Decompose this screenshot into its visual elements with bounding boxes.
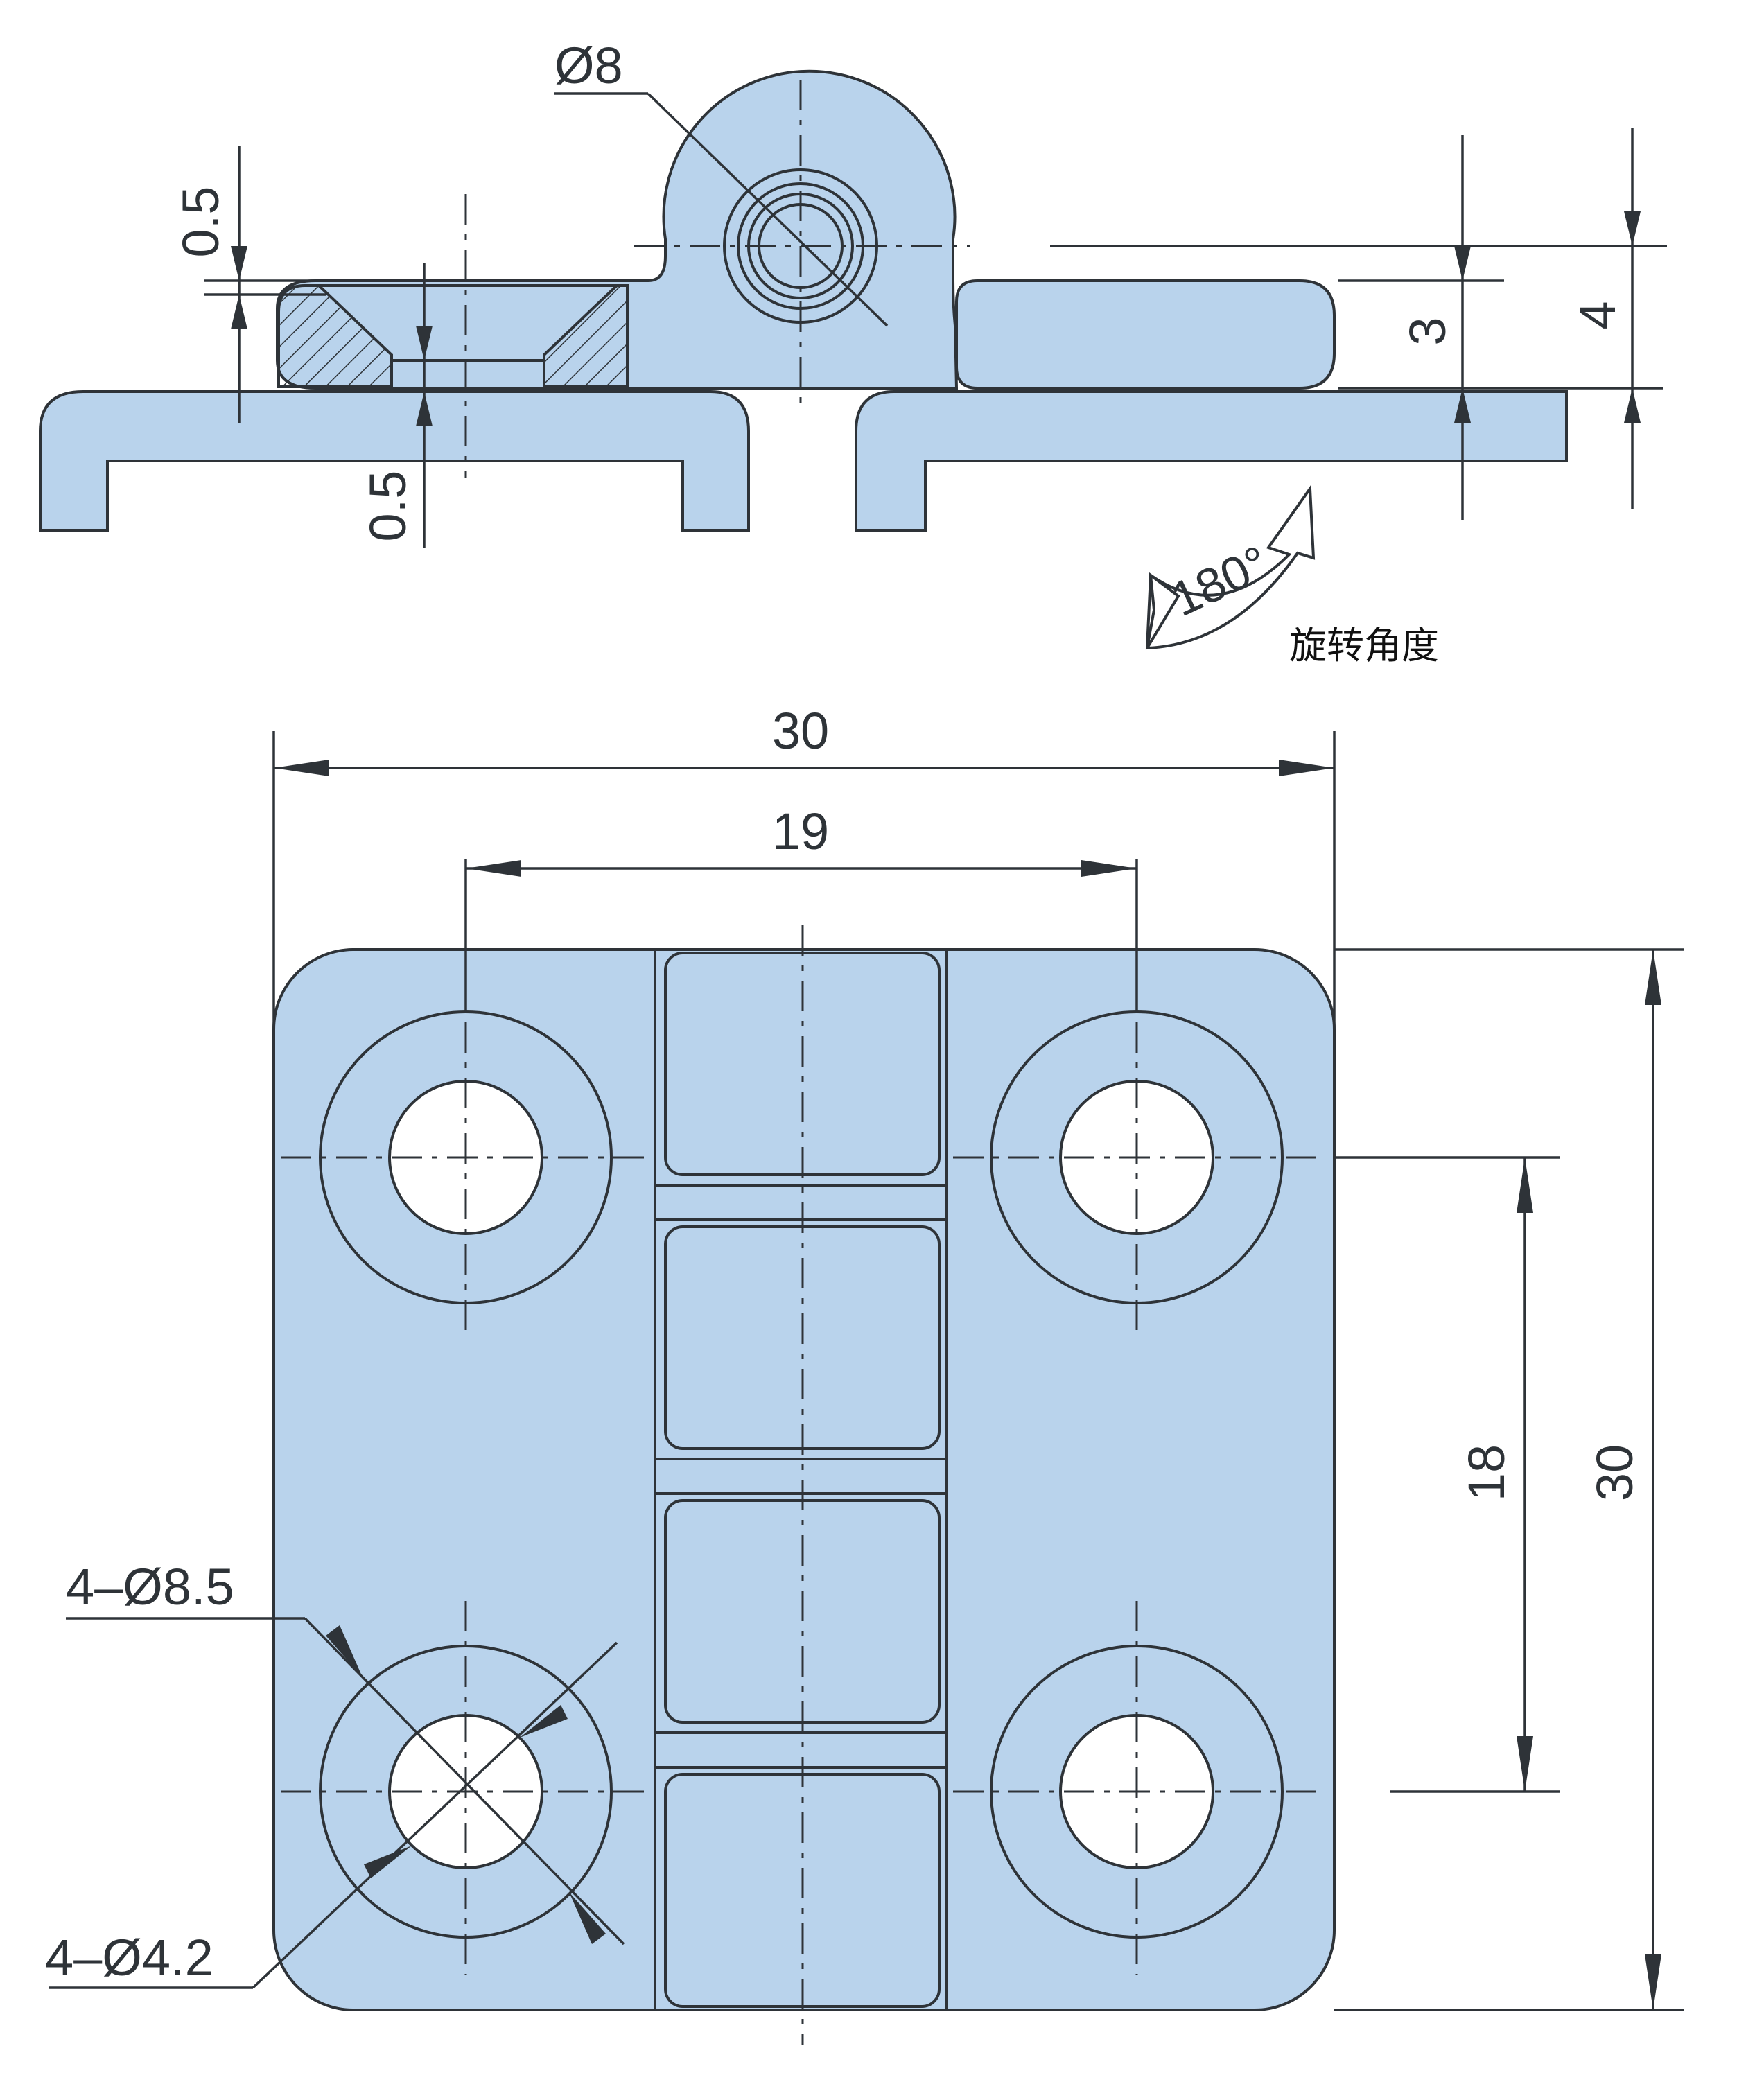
pitch-y-arrow-top xyxy=(1517,1157,1533,1213)
total-thickness-arrow-1 xyxy=(1624,211,1641,246)
side-view: Ø8 0.5 0.5 3 4 180° 旋转角度 xyxy=(39,37,1667,667)
leaf-thickness-label: 3 xyxy=(1399,317,1456,345)
countersink-section-right xyxy=(543,284,629,388)
height-arrow-bottom xyxy=(1645,1954,1661,2010)
hole-top-right xyxy=(953,967,1324,1338)
left-base-leaf xyxy=(39,390,750,532)
bottom-gap-arrow-2 xyxy=(416,392,433,426)
through-hole-label: 4–Ø4.2 xyxy=(45,1929,213,1986)
bottom-gap-arrow-1 xyxy=(416,326,433,360)
leaf-thickness-arrow-1 xyxy=(1454,246,1471,281)
knuckle-gap-2 xyxy=(654,1458,948,1495)
leaf-thickness-arrow-2 xyxy=(1454,388,1471,423)
pitch-x-arrow-left xyxy=(466,860,521,877)
right-upper-plate xyxy=(955,279,1336,390)
pin-diameter-label: Ø8 xyxy=(554,37,623,94)
total-thickness-label: 4 xyxy=(1569,301,1626,329)
top-gap-arrow-1 xyxy=(231,246,247,281)
hole-bottom-left xyxy=(281,1601,652,1975)
top-gap-arrow-2 xyxy=(231,295,247,329)
hole-pitch-x-label: 19 xyxy=(772,803,829,860)
rotation-caption: 旋转角度 xyxy=(1289,624,1439,667)
through-hole-arrow-2 xyxy=(520,1705,568,1738)
counterbore-arrow-1 xyxy=(326,1625,363,1677)
overall-width-label: 30 xyxy=(772,702,829,760)
hole-pitch-y-label: 18 xyxy=(1458,1444,1515,1501)
overall-height-label: 30 xyxy=(1586,1444,1643,1501)
knuckle-gap-1 xyxy=(654,1184,948,1221)
pitch-y-arrow-bottom xyxy=(1517,1736,1533,1792)
counterbore-arrow-2 xyxy=(569,1892,606,1944)
counterbore-label: 4–Ø8.5 xyxy=(66,1558,234,1616)
pitch-x-arrow-right xyxy=(1081,860,1137,877)
right-base-leaf xyxy=(855,390,1568,532)
bottom-gap-label: 0.5 xyxy=(359,471,417,542)
countersink-section-left xyxy=(277,284,393,388)
rotation-arrow-icon xyxy=(1145,484,1316,650)
through-hole-arrow-1 xyxy=(364,1846,412,1878)
height-arrow-top xyxy=(1645,950,1661,1005)
counterbore-leader-diagonal xyxy=(304,1617,625,1945)
total-thickness-arrow-2 xyxy=(1624,388,1641,423)
width-arrow-left xyxy=(274,760,329,776)
through-hole-leader-diagonal xyxy=(252,1641,618,1989)
top-view: 30 19 30 18 4–Ø8.5 4–Ø4.2 xyxy=(45,702,1684,2045)
pin-diameter-leader xyxy=(647,92,889,327)
knuckle-gap-3 xyxy=(654,1731,948,1769)
top-gap-label: 0.5 xyxy=(172,186,229,258)
width-arrow-right xyxy=(1279,760,1334,776)
hole-bottom-right xyxy=(953,1601,1324,1975)
